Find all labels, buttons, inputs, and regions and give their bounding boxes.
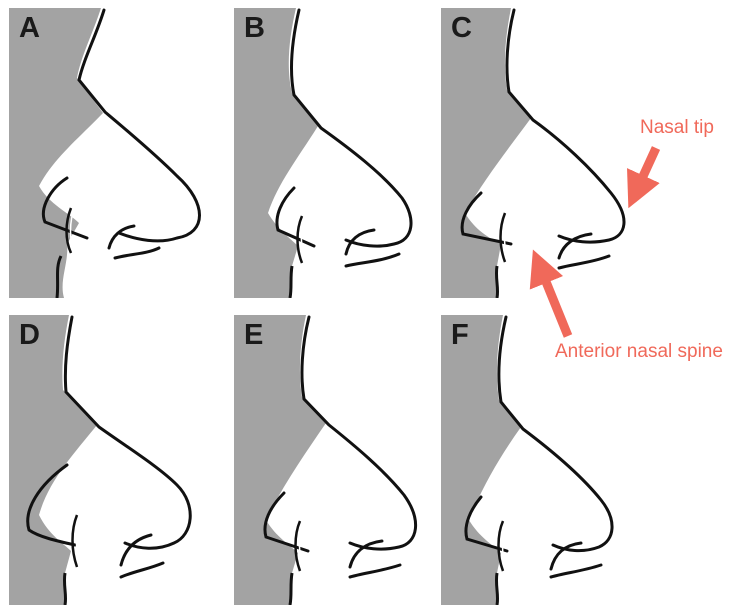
anterior-nasal-spine-label: Anterior nasal spine bbox=[555, 342, 723, 361]
nasal-tip-arrow bbox=[634, 148, 656, 196]
anterior-nasal-spine-arrow bbox=[538, 262, 568, 336]
nasal-tip-label: Nasal tip bbox=[640, 118, 714, 137]
